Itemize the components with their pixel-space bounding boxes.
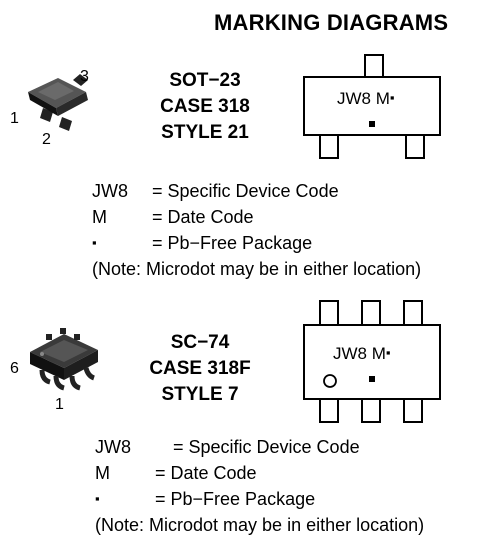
- sc74-pin-label-1: 1: [55, 396, 64, 413]
- legend-key: M: [92, 207, 107, 227]
- pb-free-dot: ▪: [385, 345, 391, 360]
- legend-value: = Date Code: [152, 207, 254, 227]
- sot23-marking-text: JW8 M▪: [337, 89, 395, 109]
- sot23-pin-label-3: 3: [80, 68, 89, 85]
- legend-key: ▪: [92, 235, 97, 250]
- legend-key: JW8: [95, 437, 131, 457]
- legend-note: (Note: Microdot may be in either locatio…: [92, 259, 422, 279]
- legend-value: = Pb−Free Package: [152, 233, 313, 253]
- legend-value: = Specific Device Code: [173, 437, 360, 457]
- legend-value: = Specific Device Code: [152, 181, 339, 201]
- pb-free-dot: ▪: [389, 90, 395, 105]
- package-case: CASE 318: [160, 96, 250, 117]
- legend-key: JW8: [92, 181, 128, 201]
- marking-code: JW8 M: [333, 344, 386, 363]
- sc74-legend: JW8 = Specific Device Code M = Date Code…: [95, 434, 485, 542]
- sot23-pin-label-1: 1: [10, 110, 19, 127]
- package-style: STYLE 7: [161, 384, 239, 405]
- legend-value: = Pb−Free Package: [155, 489, 316, 509]
- legend-key: M: [95, 463, 110, 483]
- sot23-package-info: SOT−23 CASE 318 STYLE 21: [140, 68, 270, 146]
- package-name: SOT−23: [169, 70, 241, 91]
- package-name: SC−74: [170, 332, 230, 353]
- page-title: MARKING DIAGRAMS: [214, 10, 449, 35]
- sc74-package-info: SC−74 CASE 318F STYLE 7: [135, 330, 265, 408]
- sot23-pin-label-2: 2: [42, 131, 51, 148]
- sc74-marking-text: JW8 M▪: [333, 344, 391, 364]
- legend-key: ▪: [95, 491, 100, 506]
- package-style: STYLE 21: [161, 122, 249, 143]
- legend-note: (Note: Microdot may be in either locatio…: [95, 515, 425, 535]
- legend-value: = Date Code: [155, 463, 257, 483]
- sc74-pin-label-6: 6: [10, 360, 19, 377]
- package-case: CASE 318F: [149, 358, 251, 379]
- sot23-legend: JW8 = Specific Device Code M = Date Code…: [92, 178, 482, 288]
- marking-code: JW8 M: [337, 89, 390, 108]
